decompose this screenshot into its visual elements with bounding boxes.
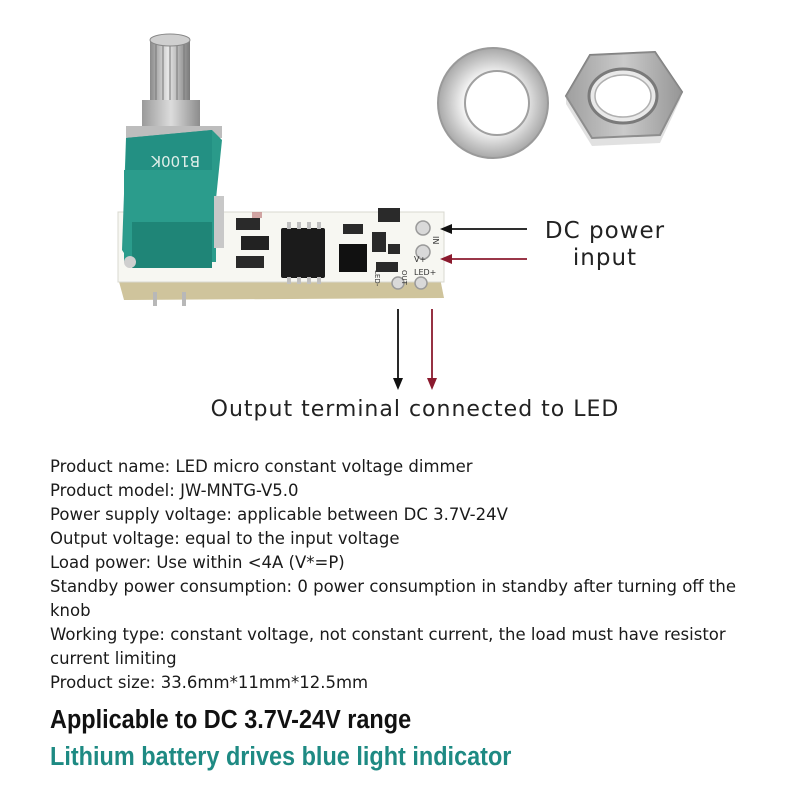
- spec-working-type: Working type: constant voltage, not cons…: [50, 625, 726, 668]
- spec-list: Product name: LED micro constant voltage…: [50, 455, 770, 695]
- spec-product-size: Product size: 33.6mm*11mm*12.5mm: [50, 673, 369, 692]
- power-input-arrows: [440, 224, 527, 264]
- spec-supply-voltage: Power supply voltage: applicable between…: [50, 505, 508, 524]
- ic-chip: [281, 228, 325, 278]
- pad-label-out: OUT: [400, 270, 408, 286]
- hex-nut: [564, 50, 684, 146]
- pad-label-led-minus: LED-: [373, 270, 381, 287]
- spec-output-voltage: Output voltage: equal to the input volta…: [50, 529, 400, 548]
- spec-product-model: Product model: JW-MNTG-V5.0: [50, 481, 299, 500]
- product-illustration: IN V+ LED+ LED- OUT B100K: [117, 33, 684, 390]
- washer: [437, 47, 549, 159]
- potentiometer: B100K: [122, 33, 224, 268]
- pad-label-led: LED+: [414, 268, 436, 277]
- pad-label-in: IN: [431, 236, 440, 244]
- mosfet-chip: [339, 244, 367, 272]
- spec-load-power: Load power: Use within <4A (V*=P): [50, 553, 345, 572]
- dc-power-input-label: DC power input: [544, 218, 666, 271]
- output-arrows: [393, 309, 437, 390]
- output-terminal-label: Output terminal connected to LED: [210, 397, 620, 422]
- headline-voltage-range: Applicable to DC 3.7V-24V range: [50, 706, 412, 734]
- solder-pads: [391, 220, 431, 290]
- spec-standby-power: Standby power consumption: 0 power consu…: [50, 577, 736, 620]
- headline-lithium-battery: Lithium battery drives blue light indica…: [50, 743, 512, 771]
- pad-label-v: V+: [414, 255, 426, 264]
- potentiometer-marking: B100K: [150, 152, 200, 170]
- spec-product-name: Product name: LED micro constant voltage…: [50, 457, 473, 476]
